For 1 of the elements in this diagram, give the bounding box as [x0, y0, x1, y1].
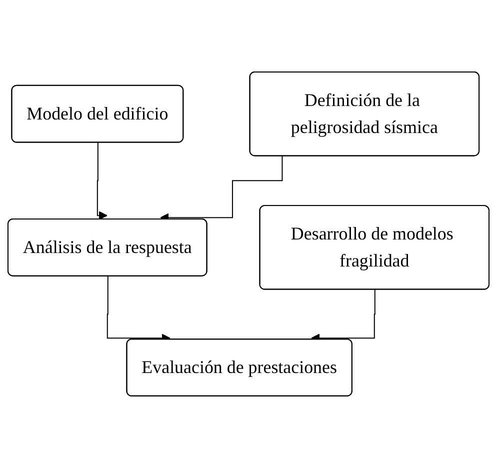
arrow: [96, 142, 108, 220]
